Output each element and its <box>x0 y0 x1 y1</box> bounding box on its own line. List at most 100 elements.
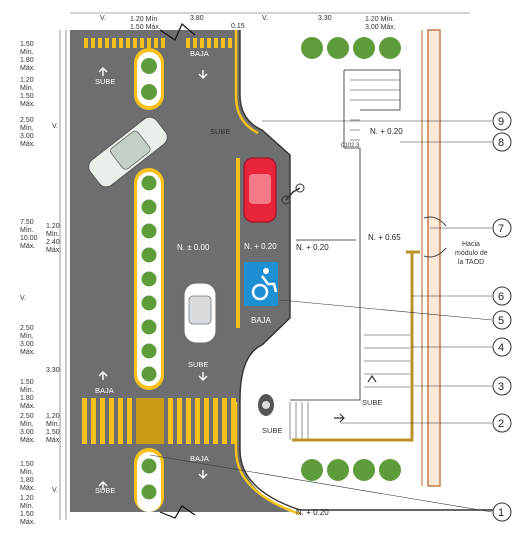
building <box>421 29 447 487</box>
svg-text:Mín.: Mín. <box>20 387 34 394</box>
svg-text:Mín.: Mín. <box>20 125 34 132</box>
svg-text:1.20 Mín: 1.20 Mín <box>130 16 157 23</box>
svg-text:Mín.: Mín. <box>20 421 34 428</box>
svg-text:10.00: 10.00 <box>20 235 38 242</box>
motorcycle-icon <box>258 394 274 416</box>
svg-text:1.50: 1.50 <box>20 511 34 518</box>
svg-text:2.50: 2.50 <box>20 325 34 332</box>
arrow-up-terrace <box>367 374 377 383</box>
svg-text:V.: V. <box>100 15 106 22</box>
callouts: 1 2 3 4 5 6 7 8 9 <box>492 111 512 522</box>
callout-leaders <box>149 120 493 513</box>
arrow-right-ramp <box>334 413 345 423</box>
svg-text:V.: V. <box>262 15 268 22</box>
svg-text:Máx.: Máx. <box>46 247 61 254</box>
pedestrian-crossing <box>82 398 236 444</box>
svg-text:3.30: 3.30 <box>46 367 60 374</box>
svg-text:1.50: 1.50 <box>20 379 34 386</box>
callout-9: 9 <box>492 111 512 131</box>
svg-text:3: 3 <box>498 381 504 393</box>
label-destination-2: módulo de <box>455 250 488 257</box>
svg-text:1.50: 1.50 <box>46 429 60 436</box>
svg-text:2: 2 <box>498 418 504 430</box>
label-upper-level: N. + 0.65 <box>368 233 401 242</box>
ramp-outline <box>290 69 401 401</box>
label-destination-3: la TAOD <box>458 259 484 266</box>
svg-text:Mín.: Mín. <box>20 469 34 476</box>
median-long <box>134 168 164 390</box>
svg-text:Máx.: Máx. <box>20 403 35 410</box>
curb-edge <box>239 30 500 511</box>
svg-text:1.80: 1.80 <box>20 477 34 484</box>
median-bottom <box>134 448 164 512</box>
svg-text:Mín.: Mín. <box>20 227 34 234</box>
car-white-lane <box>183 282 217 344</box>
label-sube-4: SUBE <box>95 486 115 495</box>
svg-text:3.00: 3.00 <box>20 133 34 140</box>
label-sidewalk-level: N. + 0.20 <box>296 243 329 252</box>
car-white-angled <box>88 116 168 188</box>
svg-text:1.50: 1.50 <box>20 461 34 468</box>
svg-text:Mín.: Mín. <box>46 231 60 238</box>
svg-text:Máx.: Máx. <box>20 485 35 492</box>
car-red-parked <box>243 157 277 223</box>
svg-text:Mín.: Mín. <box>20 85 34 92</box>
direction-arrows <box>98 67 208 490</box>
callout-5: 5 <box>492 310 512 330</box>
svg-text:7.50: 7.50 <box>20 219 34 226</box>
svg-text:3.80: 3.80 <box>190 15 204 22</box>
svg-text:V.: V. <box>20 295 26 302</box>
callout-8: 8 <box>492 132 512 152</box>
sidewalk-trees-top <box>301 37 401 59</box>
svg-text:0.15: 0.15 <box>231 23 245 30</box>
svg-text:1.50 Máx.: 1.50 Máx. <box>130 24 161 31</box>
label-terrace-level: N. + 0.20 <box>296 508 329 517</box>
svg-text:V.: V. <box>52 123 58 130</box>
svg-text:Mín.: Mín. <box>20 49 34 56</box>
label-sube-2: SUBE <box>210 127 230 136</box>
median-top <box>134 48 164 110</box>
label-baja-3: BAJA <box>95 386 114 395</box>
railings <box>292 250 420 442</box>
label-road-level: N. ± 0.00 <box>177 243 210 252</box>
top-dimensions: V. 1.20 Mín 1.50 Máx. 3.80 0.15 V. 3.30 … <box>70 12 470 31</box>
svg-text:V.: V. <box>52 487 58 494</box>
curb-yellow <box>234 30 259 135</box>
callout-1: 1 <box>492 502 512 522</box>
svg-text:1.80: 1.80 <box>20 395 34 402</box>
svg-text:1.20: 1.20 <box>46 413 60 420</box>
callout-2: 2 <box>492 413 512 433</box>
left-dimensions: 1.50 Mín. 1.80 Máx. 1.20 Mín. 1.50 Máx. … <box>20 30 67 526</box>
svg-text:2.50: 2.50 <box>20 413 34 420</box>
svg-text:1.80: 1.80 <box>20 57 34 64</box>
svg-text:Máx.: Máx. <box>20 243 35 250</box>
svg-text:4: 4 <box>498 342 504 354</box>
callout-3: 3 <box>492 376 512 396</box>
sidewalk-trees-bottom <box>301 459 401 481</box>
label-sube-6: SUBE <box>362 398 382 407</box>
svg-text:Máx.: Máx. <box>46 437 61 444</box>
label-bay-level: N. + 0.20 <box>244 242 277 251</box>
svg-text:Máx.: Máx. <box>20 437 35 444</box>
svg-text:6: 6 <box>498 291 504 303</box>
label-sube-1: SUBE <box>95 77 115 86</box>
svg-text:Máx.: Máx. <box>20 349 35 356</box>
svg-text:Máx.: Máx. <box>20 101 35 108</box>
svg-text:5: 5 <box>498 315 504 327</box>
label-sube-3: SUBE <box>188 360 208 369</box>
svg-text:Mín.: Mín. <box>20 333 34 340</box>
stairs-bottom <box>289 334 410 440</box>
svg-text:1.20 Mín.: 1.20 Mín. <box>365 16 394 23</box>
callout-4: 4 <box>492 337 512 357</box>
svg-text:9: 9 <box>498 116 504 128</box>
svg-text:1: 1 <box>498 507 504 519</box>
wheelchair-icon <box>244 262 278 306</box>
stairs-top <box>350 79 400 141</box>
bay-yellow-line <box>236 158 240 328</box>
svg-text:8: 8 <box>498 137 504 149</box>
svg-text:3.30: 3.30 <box>318 15 332 22</box>
label-baja-4: BAJA <box>190 454 209 463</box>
svg-text:3.00: 3.00 <box>20 429 34 436</box>
top-tactile-strip <box>84 38 232 48</box>
